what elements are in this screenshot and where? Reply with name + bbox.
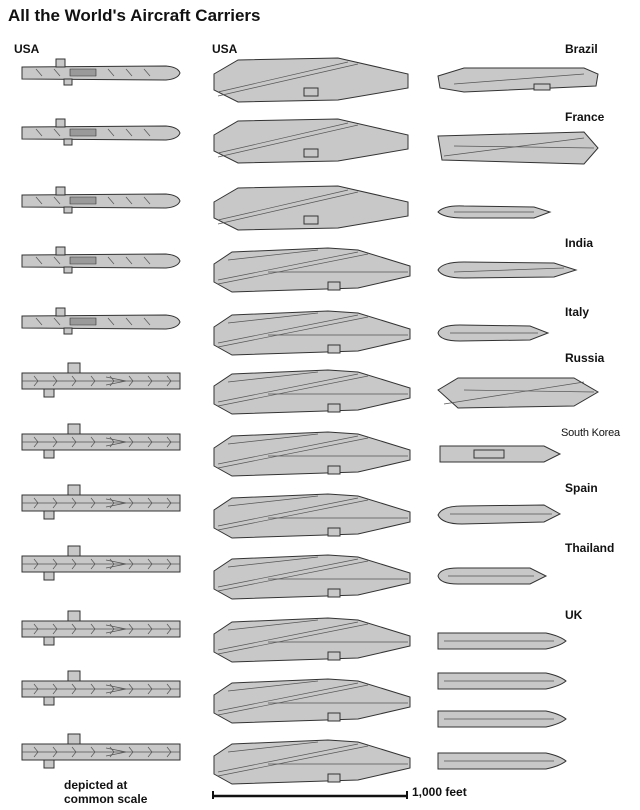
country-label-india: India <box>565 236 594 250</box>
usa-middle-carrier-11 <box>208 673 414 729</box>
usa-left-carrier-8 <box>16 481 184 525</box>
footnote-line-2: common scale <box>64 792 148 806</box>
carrier-russia-1 <box>434 370 602 414</box>
carrier-spain-1 <box>434 500 564 530</box>
carrier-india-2 <box>434 256 580 284</box>
usa-left-carrier-7 <box>16 420 184 464</box>
usa-left-carrier-2 <box>16 111 184 155</box>
usa-middle-carrier-1 <box>208 52 414 108</box>
usa-middle-carrier-9 <box>208 549 414 605</box>
usa-middle-carrier-8 <box>208 488 414 544</box>
country-label-spain: Spain <box>565 481 598 495</box>
usa-middle-carrier-5 <box>208 305 414 361</box>
column-header-usa-left: USA <box>14 42 40 56</box>
usa-middle-carrier-12 <box>208 734 414 790</box>
country-label-russia: Russia <box>565 351 605 365</box>
carrier-uk-4 <box>434 748 570 774</box>
usa-left-carrier-11 <box>16 667 184 711</box>
title: All the World's Aircraft Carriers <box>8 6 261 25</box>
usa-left-carrier-4 <box>16 239 184 283</box>
usa-middle-carrier-10 <box>208 612 414 668</box>
carrier-india-1 <box>434 202 554 222</box>
usa-left-carrier-1 <box>16 51 184 95</box>
carrier-uk-1 <box>434 628 570 654</box>
usa-middle-carrier-6 <box>208 364 414 420</box>
footnote: depicted at common scale <box>64 778 147 806</box>
usa-middle-carrier-4 <box>208 242 414 298</box>
usa-middle-carrier-2 <box>208 113 414 169</box>
country-label-brazil: Brazil <box>565 42 598 56</box>
carrier-italy-1 <box>434 320 552 346</box>
country-label-italy: Italy <box>565 305 590 319</box>
footnote-line-1: depicted at <box>64 778 128 792</box>
carrier-thailand-1 <box>434 562 550 590</box>
scale-label: 1,000 feet <box>412 785 467 799</box>
usa-left-carrier-5 <box>16 300 184 344</box>
usa-left-carrier-10 <box>16 607 184 651</box>
usa-left-carrier-9 <box>16 542 184 586</box>
country-label-thailand: Thailand <box>565 541 615 555</box>
column-header-usa-middle: USA <box>212 42 238 56</box>
usa-left-carrier-3 <box>16 179 184 223</box>
carrier-france-1 <box>434 126 600 168</box>
usa-middle-carrier-3 <box>208 180 414 236</box>
country-label-uk: UK <box>565 608 583 622</box>
usa-middle-carrier-7 <box>208 426 414 482</box>
scale-bar <box>212 791 408 799</box>
carrier-brazil-1 <box>434 60 602 98</box>
carrier-south-korea-1 <box>434 442 564 466</box>
country-label-south-korea: South Korea <box>561 427 620 439</box>
country-label-france: France <box>565 110 605 124</box>
usa-left-carrier-12 <box>16 730 184 774</box>
carrier-uk-2 <box>434 668 570 694</box>
carrier-uk-3 <box>434 706 570 732</box>
usa-left-carrier-6 <box>16 359 184 403</box>
